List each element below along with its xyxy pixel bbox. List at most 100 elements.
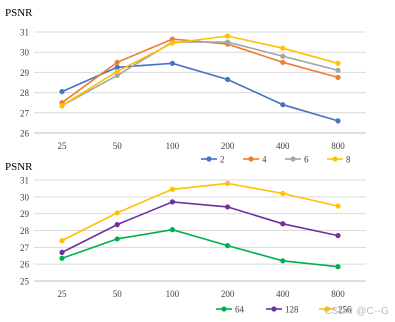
data-point-4-800 bbox=[335, 74, 341, 81]
data-point-4-50 bbox=[114, 59, 120, 65]
legend: 64 128 256 bbox=[216, 305, 352, 315]
data-point-128-50 bbox=[114, 222, 120, 228]
y-tick-label: 30 bbox=[20, 48, 30, 58]
legend-label: 8 bbox=[346, 155, 351, 165]
x-tick-label: 25 bbox=[58, 141, 68, 151]
data-point-2-100 bbox=[169, 60, 175, 66]
data-point-256-25 bbox=[59, 238, 65, 244]
legend-item-6: 6 bbox=[285, 155, 309, 165]
data-point-8-400 bbox=[280, 45, 286, 51]
legend-swatch-marker bbox=[271, 306, 277, 312]
data-point-8-100 bbox=[169, 40, 175, 46]
x-tick-label: 400 bbox=[276, 141, 290, 151]
data-point-8-25 bbox=[59, 103, 65, 109]
data-point-256-200 bbox=[225, 180, 231, 186]
y-tick-label: 30 bbox=[20, 192, 30, 202]
series-128 bbox=[59, 199, 341, 255]
y-tick-label: 31 bbox=[20, 28, 29, 38]
data-point-256-50 bbox=[114, 210, 120, 216]
data-point-6-800 bbox=[335, 67, 341, 73]
x-tick-label: 800 bbox=[331, 141, 345, 151]
legend-swatch-marker bbox=[324, 306, 330, 312]
y-tick-label: 27 bbox=[20, 243, 30, 253]
data-point-128-100 bbox=[169, 199, 175, 205]
legend-swatch-marker bbox=[332, 156, 338, 162]
data-point-128-400 bbox=[280, 221, 286, 227]
data-point-8-50 bbox=[114, 68, 120, 74]
x-tick-label: 200 bbox=[221, 141, 235, 151]
data-point-256-800 bbox=[335, 203, 341, 209]
data-point-2-200 bbox=[225, 76, 231, 83]
legend-label: 128 bbox=[285, 305, 299, 315]
series-line-64 bbox=[61, 228, 339, 268]
legend-label: 4 bbox=[262, 155, 267, 165]
watermark: CSDN @C--G bbox=[324, 306, 389, 317]
data-point-64-25 bbox=[59, 255, 65, 261]
legend: 2 4 6 8 bbox=[201, 155, 351, 165]
data-point-128-800 bbox=[335, 232, 341, 239]
x-tick-label: 50 bbox=[113, 141, 123, 151]
legend-swatch-marker bbox=[206, 156, 212, 162]
legend-swatch-marker bbox=[248, 156, 254, 162]
data-point-64-50 bbox=[114, 236, 120, 242]
series-line-8 bbox=[61, 35, 339, 107]
y-axis-label: PSNR bbox=[5, 7, 33, 19]
legend-label: 2 bbox=[220, 155, 225, 165]
series-2 bbox=[59, 60, 341, 124]
series-256 bbox=[59, 180, 341, 244]
y-tick-label: 29 bbox=[20, 68, 30, 78]
data-point-6-400 bbox=[280, 53, 286, 59]
data-point-8-800 bbox=[335, 60, 341, 66]
x-tick-label: 25 bbox=[58, 289, 68, 299]
legend-label: 6 bbox=[304, 155, 309, 165]
series-64 bbox=[59, 227, 341, 270]
data-point-256-100 bbox=[169, 186, 175, 192]
y-tick-label: 26 bbox=[20, 260, 30, 270]
legend-item-128: 128 bbox=[266, 305, 299, 315]
x-tick-label: 400 bbox=[276, 289, 290, 299]
chart-1: PSNR 26 27 28 29 30 31 25 50 100 200 400 800 2 4 6 8 bbox=[5, 7, 366, 165]
legend-swatch-marker bbox=[290, 156, 296, 162]
data-point-128-200 bbox=[225, 204, 231, 210]
series-line-2 bbox=[61, 62, 339, 122]
series-8 bbox=[59, 33, 341, 109]
x-tick-label: 200 bbox=[221, 289, 235, 299]
legend-item-2: 2 bbox=[201, 155, 225, 165]
data-point-4-400 bbox=[280, 59, 286, 65]
y-axis-label: PSNR bbox=[5, 161, 33, 173]
legend-item-256: 256 bbox=[319, 305, 352, 315]
legend-label: 64 bbox=[235, 305, 245, 315]
data-point-2-400 bbox=[280, 102, 286, 108]
data-point-64-200 bbox=[225, 243, 231, 249]
y-tick-label: 31 bbox=[20, 176, 29, 186]
x-tick-label: 100 bbox=[166, 289, 180, 299]
chart-2: PSNR 25 26 27 28 29 30 31 25 50 100 200 400 800 64 128 2… bbox=[5, 161, 366, 315]
legend-item-8: 8 bbox=[327, 155, 351, 165]
y-tick-label: 27 bbox=[20, 108, 30, 118]
y-tick-label: 29 bbox=[20, 209, 30, 219]
y-tick-label: 28 bbox=[20, 226, 30, 236]
y-tick-label: 25 bbox=[20, 277, 30, 287]
x-tick-label: 800 bbox=[331, 289, 345, 299]
data-point-128-25 bbox=[59, 249, 65, 255]
data-point-2-800 bbox=[335, 118, 341, 124]
legend-item-64: 64 bbox=[216, 305, 245, 315]
series-line-128 bbox=[61, 201, 339, 254]
y-tick-label: 26 bbox=[20, 129, 30, 139]
data-point-64-800 bbox=[335, 264, 341, 270]
y-tick-label: 28 bbox=[20, 88, 30, 98]
x-tick-label: 50 bbox=[113, 289, 123, 299]
series-line-6 bbox=[61, 41, 339, 107]
data-point-2-50 bbox=[114, 64, 120, 70]
legend-item-4: 4 bbox=[243, 155, 267, 165]
data-point-64-400 bbox=[280, 258, 286, 264]
data-point-64-100 bbox=[169, 227, 175, 233]
data-point-2-25 bbox=[59, 88, 65, 95]
data-point-256-400 bbox=[280, 190, 286, 197]
series-line-256 bbox=[61, 182, 339, 242]
data-point-6-50 bbox=[114, 72, 120, 79]
data-point-6-200 bbox=[225, 39, 231, 45]
legend-swatch-marker bbox=[221, 306, 227, 312]
x-tick-label: 100 bbox=[166, 141, 180, 151]
